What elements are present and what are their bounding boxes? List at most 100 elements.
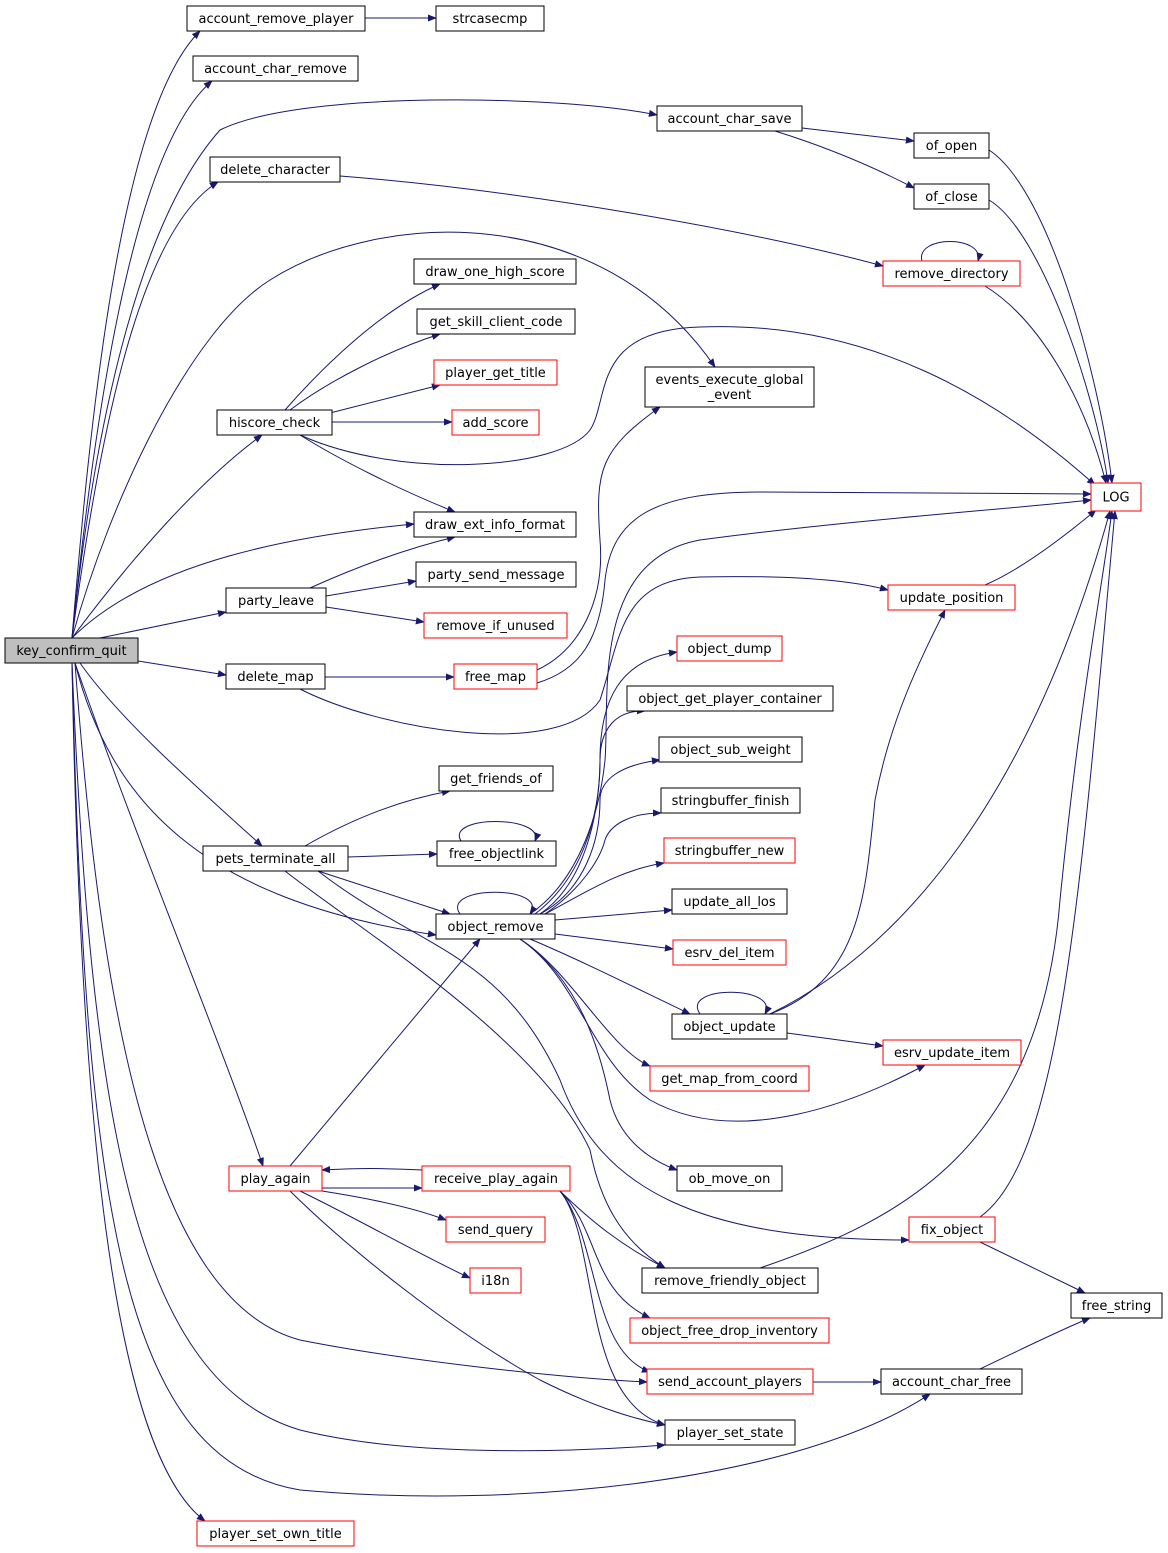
node-update_position[interactable]: update_position <box>887 584 1016 611</box>
node-account_char_free[interactable]: account_char_free <box>880 1368 1023 1395</box>
node-box <box>629 1317 830 1344</box>
edge-key_confirm_quit-to-object_remove <box>74 662 437 938</box>
edge-object_remove-to-esrv_update_item <box>519 938 926 1122</box>
node-send_account_players[interactable]: send_account_players <box>646 1368 814 1395</box>
node-stringbuffer_new[interactable]: stringbuffer_new <box>663 837 796 864</box>
node-label: delete_map <box>237 670 313 685</box>
node-object_sub_weight[interactable]: object_sub_weight <box>658 736 803 763</box>
node-esrv_update_item[interactable]: esrv_update_item <box>882 1039 1022 1066</box>
edge-delete_character-to-remove_directory <box>339 175 884 268</box>
node-label: LOG <box>1102 491 1129 506</box>
node-ob_move_on[interactable]: ob_move_on <box>676 1165 783 1192</box>
node-box <box>433 359 558 386</box>
node-party_send_message[interactable]: party_send_message <box>415 561 577 588</box>
edge-pets_terminate_all-to-fix_object <box>317 870 910 1244</box>
node-object_update[interactable]: object_update <box>671 1013 788 1040</box>
node-box <box>228 1165 323 1192</box>
node-player_set_own_title[interactable]: player_set_own_title <box>196 1520 355 1547</box>
node-delete_map[interactable]: delete_map <box>225 663 326 690</box>
node-player_set_state[interactable]: player_set_state <box>664 1419 796 1446</box>
node-box <box>186 5 366 32</box>
node-get_map_from_coord[interactable]: get_map_from_coord <box>649 1065 810 1092</box>
edge-key_confirm_quit-to-player_set_state <box>71 662 666 1452</box>
node-strcasecmp[interactable]: strcasecmp <box>435 5 545 32</box>
node-free_map[interactable]: free_map <box>453 663 538 690</box>
node-label: object_update <box>683 1020 775 1035</box>
node-label: of_close <box>925 190 978 205</box>
node-label: delete_character <box>220 163 330 178</box>
node-box <box>626 685 834 712</box>
node-stringbuffer_finish[interactable]: stringbuffer_finish <box>660 787 801 814</box>
edge-key_confirm_quit-to-pets_terminate_all <box>79 662 263 847</box>
node-esrv_del_item[interactable]: esrv_del_item <box>672 939 787 966</box>
node-send_query[interactable]: send_query <box>445 1216 546 1243</box>
node-add_score[interactable]: add_score <box>451 409 540 436</box>
node-label: ob_move_on <box>689 1172 771 1187</box>
edge-pets_terminate_all-to-remove_friendly_object <box>284 870 666 1269</box>
node-remove_friendly_object[interactable]: remove_friendly_object <box>641 1267 819 1294</box>
edge-pets_terminate_all-to-get_friends_of <box>304 788 451 847</box>
node-delete_character[interactable]: delete_character <box>209 156 341 183</box>
node-label: player_get_title <box>445 366 546 381</box>
edge-receive_play_again-to-object_free_drop_inventory <box>559 1190 651 1319</box>
node-receive_play_again[interactable]: receive_play_again <box>421 1165 571 1192</box>
edge-free_map-to-LOG <box>536 490 1092 684</box>
node-box <box>445 1216 546 1243</box>
node-box <box>649 1065 810 1092</box>
node-object_dump[interactable]: object_dump <box>676 635 783 662</box>
edge-remove_friendly_object-to-LOG <box>759 510 1115 1269</box>
node-i18n[interactable]: i18n <box>469 1267 522 1294</box>
edge-party_leave-to-remove_if_unused <box>325 606 425 625</box>
edge-receive_play_again-to-remove_friendly_object <box>559 1190 666 1269</box>
edge-object_remove-to-update_all_los <box>554 907 673 921</box>
node-get_friends_of[interactable]: get_friends_of <box>438 765 554 792</box>
node-events_execute_global_event[interactable]: events_execute_global_event <box>644 366 815 408</box>
node-object_get_player_container[interactable]: object_get_player_container <box>626 685 834 712</box>
node-pets_terminate_all[interactable]: pets_terminate_all <box>202 845 349 872</box>
node-LOG[interactable]: LOG <box>1090 482 1142 512</box>
node-label: hiscore_check <box>229 416 321 431</box>
node-draw_ext_info_format[interactable]: draw_ext_info_format <box>413 511 577 538</box>
node-box <box>641 1267 819 1294</box>
edge-object_update-to-update_position <box>769 609 946 1015</box>
edge-key_confirm_quit-to-account_char_remove <box>71 80 213 639</box>
node-box <box>413 258 577 285</box>
node-box <box>676 635 783 662</box>
node-box <box>913 132 990 159</box>
node-box <box>644 366 815 408</box>
edge-receive_play_again-to-send_account_players <box>559 1190 651 1373</box>
node-of_close[interactable]: of_close <box>913 183 990 210</box>
node-player_get_title[interactable]: player_get_title <box>433 359 558 386</box>
node-account_char_remove[interactable]: account_char_remove <box>192 55 359 82</box>
node-update_all_los[interactable]: update_all_los <box>671 888 788 915</box>
node-free_string[interactable]: free_string <box>1070 1292 1163 1319</box>
edge-update_position-to-LOG <box>984 509 1097 586</box>
node-remove_directory[interactable]: remove_directory <box>882 260 1021 287</box>
node-label: account_remove_player <box>198 12 354 27</box>
node-of_open[interactable]: of_open <box>913 132 990 159</box>
node-account_remove_player[interactable]: account_remove_player <box>186 5 366 32</box>
edge-account_char_free-to-free_string <box>979 1317 1091 1370</box>
node-party_leave[interactable]: party_leave <box>225 587 327 614</box>
node-object_free_drop_inventory[interactable]: object_free_drop_inventory <box>629 1317 830 1344</box>
edge-remove_directory-to-remove_directory <box>921 241 984 262</box>
edge-party_leave-to-draw_ext_info_format <box>309 535 456 589</box>
node-box <box>882 1039 1022 1066</box>
node-key_confirm_quit[interactable]: key_confirm_quit <box>4 637 139 664</box>
edge-receive_play_again-to-player_set_state <box>559 1190 666 1427</box>
node-fix_object[interactable]: fix_object <box>908 1216 996 1243</box>
node-hiscore_check[interactable]: hiscore_check <box>216 409 333 436</box>
node-account_char_save[interactable]: account_char_save <box>656 105 803 132</box>
node-label: object_get_player_container <box>638 692 822 707</box>
node-box <box>676 1165 783 1192</box>
node-label: play_again <box>240 1172 310 1187</box>
edges-layer <box>71 14 1118 1522</box>
edge-object_remove-to-esrv_del_item <box>554 933 674 952</box>
node-play_again[interactable]: play_again <box>228 1165 323 1192</box>
node-object_remove[interactable]: object_remove <box>435 913 556 940</box>
node-remove_if_unused[interactable]: remove_if_unused <box>423 612 568 639</box>
node-get_skill_client_code[interactable]: get_skill_client_code <box>416 308 576 335</box>
node-free_objectlink[interactable]: free_objectlink <box>436 840 557 867</box>
node-draw_one_high_score[interactable]: draw_one_high_score <box>413 258 577 285</box>
